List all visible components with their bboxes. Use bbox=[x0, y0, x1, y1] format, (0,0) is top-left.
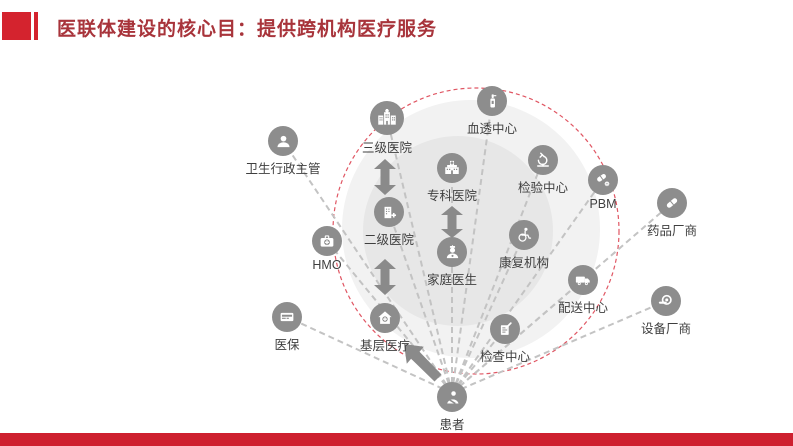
node-label: 设备厂商 bbox=[640, 322, 691, 336]
node-label: 基层医疗 bbox=[359, 339, 410, 353]
hospital-cross-icon bbox=[437, 153, 467, 183]
node-rehab-institution: 康复机构 bbox=[499, 220, 549, 270]
hospital-buildings-icon bbox=[370, 101, 404, 135]
node-label: HMO bbox=[312, 258, 342, 272]
node-label: 三级医院 bbox=[361, 141, 412, 155]
node-secondary-hospital: 二级医院 bbox=[364, 197, 414, 247]
referral-arrows bbox=[374, 159, 463, 382]
node-medical-insurance: 医保 bbox=[272, 302, 302, 352]
node-pbm: PBM bbox=[588, 165, 618, 211]
person-icon bbox=[268, 126, 298, 156]
patient-to-primary-care-arrow bbox=[404, 344, 442, 382]
node-label: 检查中心 bbox=[479, 350, 530, 364]
dashed-link bbox=[451, 179, 604, 394]
truck-icon bbox=[568, 265, 598, 295]
accent-bar bbox=[34, 12, 38, 40]
dashed-link bbox=[451, 300, 667, 394]
footer-bar bbox=[0, 433, 793, 446]
node-label: 卫生行政主管 bbox=[245, 162, 321, 176]
dashed-link bbox=[451, 328, 506, 394]
dashed-links bbox=[282, 100, 673, 394]
node-testing-center: 检验中心 bbox=[518, 145, 568, 195]
checklist-icon bbox=[490, 314, 520, 344]
node-family-doctor: 家庭医生 bbox=[427, 237, 477, 287]
node-label: 家庭医生 bbox=[426, 273, 477, 287]
node-tertiary-hospital: 三级医院 bbox=[362, 101, 412, 155]
node-health-admin: 卫生行政主管 bbox=[245, 126, 321, 176]
node-drug-manufacturer: 药品厂商 bbox=[647, 188, 697, 238]
node-label: 配送中心 bbox=[557, 301, 608, 315]
node-label: 患者 bbox=[439, 418, 465, 432]
capsule-icon bbox=[657, 188, 687, 218]
node-primary-care: 基层医疗 bbox=[360, 303, 410, 353]
two-way-arrow bbox=[374, 159, 396, 195]
node-label: 二级医院 bbox=[363, 233, 414, 247]
node-hmo: HMO bbox=[312, 226, 342, 272]
building-plus-icon bbox=[374, 197, 404, 227]
two-way-arrow bbox=[441, 206, 463, 238]
node-label: 血透中心 bbox=[466, 122, 517, 136]
node-label: 专科医院 bbox=[426, 189, 477, 203]
node-specialty-hospital: 专科医院 bbox=[427, 153, 477, 203]
dashed-link bbox=[451, 279, 584, 394]
dashed-link bbox=[451, 100, 493, 394]
node-label: 康复机构 bbox=[498, 256, 549, 270]
pill-gear-icon bbox=[588, 165, 618, 195]
dashed-link bbox=[386, 117, 453, 394]
node-patient: 患者 bbox=[437, 382, 467, 432]
first-aid-kit-icon bbox=[312, 226, 342, 256]
patient-icon bbox=[437, 382, 467, 412]
dashed-link bbox=[451, 234, 525, 394]
wheelchair-icon bbox=[509, 220, 539, 250]
node-label: 检验中心 bbox=[517, 181, 568, 195]
two-way-arrow bbox=[374, 259, 396, 295]
node-label: 药品厂商 bbox=[646, 224, 697, 238]
node-exam-center: 检查中心 bbox=[480, 314, 530, 364]
dashed-link bbox=[388, 211, 453, 394]
node-label: PBM bbox=[589, 197, 617, 211]
accent-square bbox=[2, 12, 31, 40]
mri-scanner-icon bbox=[651, 286, 681, 316]
page-title: 医联体建设的核心目：提供跨机构医疗服务 bbox=[57, 19, 438, 40]
microscope-icon bbox=[528, 145, 558, 175]
node-delivery-center: 配送中心 bbox=[558, 265, 608, 315]
dashed-link bbox=[286, 316, 453, 394]
doctor-icon bbox=[437, 237, 467, 267]
node-label: 医保 bbox=[274, 338, 300, 352]
node-hemodialysis-center: 血透中心 bbox=[467, 86, 517, 136]
insurance-card-icon bbox=[272, 302, 302, 332]
dashed-link bbox=[282, 140, 453, 394]
dashed-link bbox=[451, 159, 544, 394]
house-plus-icon bbox=[370, 303, 400, 333]
node-equipment-manufacturer: 设备厂商 bbox=[641, 286, 691, 336]
iv-bottle-icon bbox=[477, 86, 507, 116]
